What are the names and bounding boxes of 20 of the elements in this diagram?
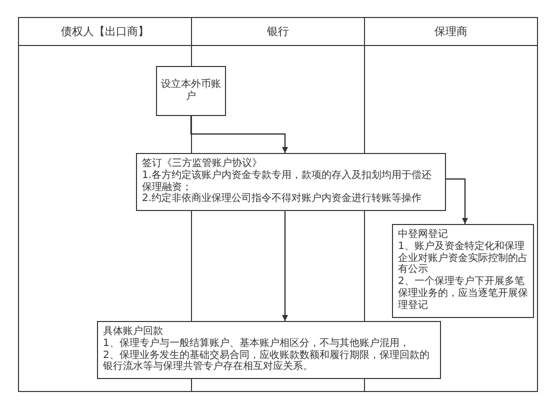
- box-heading: 具体账户回款: [103, 326, 164, 338]
- box-text: 2、保理业务发生的基础交易合同，应收账款数额和履行期限，保理回款的银行流水等与保理共管专户存在相互对应关系。: [103, 350, 430, 374]
- arrow: [446, 178, 468, 224]
- process-box: [97, 321, 441, 380]
- process-box: [156, 66, 226, 116]
- process-box: [136, 153, 446, 212]
- box-text: 2.约定非依商业保理公司指令不得对账户内资金进行转账等操作: [142, 193, 423, 206]
- arrow: [190, 116, 288, 153]
- box-heading: 中登网登记: [398, 229, 449, 240]
- lane-header: 债权人【出口商】: [18, 17, 192, 46]
- box-text: 1、保理专户与一般结算账户、基本账户相区分，不与其他账户混用，: [103, 338, 410, 350]
- box-text: 1.各方约定该账户内资金专款专用，款项的存入及扣划均用于偿还保理融资；: [142, 170, 433, 193]
- lane-header: 银行: [191, 17, 365, 46]
- box-heading: 签订《三方监管账户协议》: [142, 158, 263, 170]
- process-box: [392, 224, 534, 318]
- box-text: 设立本外币账户: [160, 79, 222, 103]
- box-text: 2、一个保理专户下开展多笔保理业务的，应当逐笔开展保理登记: [398, 276, 528, 312]
- lane-header: 保理商: [364, 17, 538, 46]
- arrow: [282, 211, 288, 321]
- box-text: 1、账户及资金特定化和保理企业对账户资金实际控制的占有公示: [398, 240, 528, 276]
